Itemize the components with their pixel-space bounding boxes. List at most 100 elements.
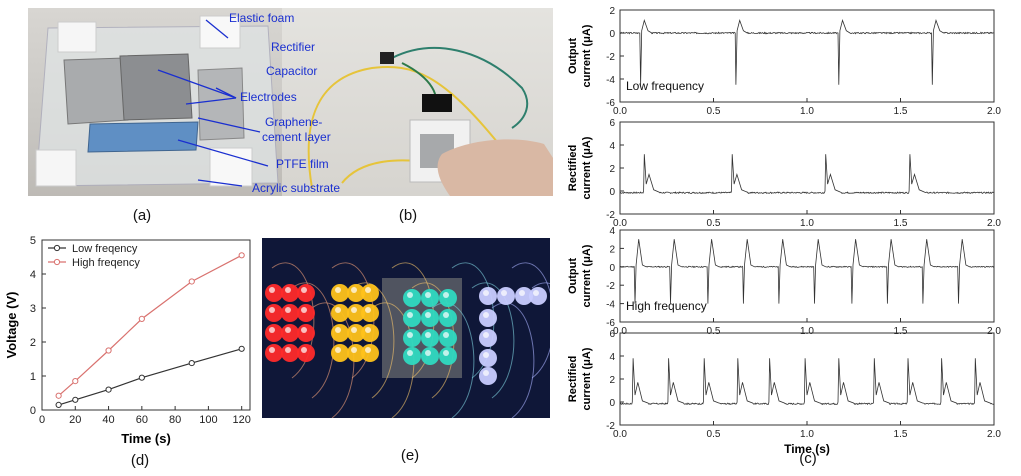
y-tick-label: -2 bbox=[606, 421, 615, 432]
x-tick-label: 0.5 bbox=[707, 429, 721, 440]
led-highlight bbox=[285, 307, 291, 313]
data-point-1 bbox=[138, 315, 145, 322]
led-bulb bbox=[421, 289, 439, 307]
y-tick-label: -6 bbox=[606, 318, 615, 329]
series-line-0 bbox=[58, 348, 242, 406]
photo-device-a bbox=[28, 8, 282, 196]
data-point-1 bbox=[105, 347, 112, 354]
current-trace-4 bbox=[619, 358, 994, 406]
led-bulb bbox=[331, 284, 349, 302]
led-bulb bbox=[281, 324, 299, 342]
led-highlight bbox=[365, 307, 371, 313]
led-highlight bbox=[285, 327, 291, 333]
led-highlight bbox=[443, 312, 449, 318]
led-highlight bbox=[269, 287, 275, 293]
led-highlight bbox=[483, 290, 489, 296]
led-highlight bbox=[501, 290, 507, 296]
led-bulb bbox=[297, 324, 315, 342]
y-axis-label-line2: current (μA) bbox=[581, 136, 593, 199]
led-bulb bbox=[403, 309, 421, 327]
led-highlight bbox=[443, 292, 449, 298]
y-tick-label: -2 bbox=[606, 281, 615, 292]
y-tick-label: 0 bbox=[609, 29, 615, 40]
led-highlight bbox=[407, 312, 413, 318]
label-rectifier: Rectifier bbox=[271, 40, 316, 54]
photo-leds-e bbox=[262, 238, 550, 418]
led-highlight bbox=[285, 287, 291, 293]
x-tick-label: 1.5 bbox=[894, 429, 908, 440]
data-point-0 bbox=[72, 396, 79, 403]
led-bulb bbox=[281, 344, 299, 362]
data-point-0 bbox=[105, 386, 112, 393]
led-highlight bbox=[425, 350, 431, 356]
y-axis-label-line2: current (μA) bbox=[581, 347, 593, 410]
x-tick-label: 0.5 bbox=[707, 106, 721, 117]
led-bulb bbox=[439, 347, 457, 365]
led-highlight bbox=[335, 287, 341, 293]
chart-c2-frame bbox=[619, 121, 995, 215]
legend-label-0: Low freqency bbox=[72, 243, 138, 255]
x-axis-label: Time (s) bbox=[121, 431, 171, 446]
led-illustration bbox=[265, 262, 550, 418]
label-elastic-foam: Elastic foam bbox=[229, 11, 295, 25]
y-tick-label: 2 bbox=[609, 6, 615, 17]
led-highlight bbox=[301, 327, 307, 333]
y-tick-label: 2 bbox=[609, 244, 615, 255]
led-bulb bbox=[439, 309, 457, 327]
led-bulb bbox=[403, 347, 421, 365]
caption-a: (a) bbox=[132, 207, 152, 224]
led-highlight bbox=[483, 312, 489, 318]
y-tick-label: 6 bbox=[609, 329, 615, 340]
y-tick-label: 2 bbox=[609, 375, 615, 386]
y-tick-label: -2 bbox=[606, 52, 615, 63]
led-highlight bbox=[269, 347, 275, 353]
label-ptfe-film: PTFE film bbox=[276, 157, 329, 171]
x-tick-label: 60 bbox=[136, 414, 148, 426]
y-axis-label-line1: Rectified bbox=[567, 145, 579, 191]
chart-d-frame bbox=[41, 239, 251, 411]
led-bulb bbox=[439, 289, 457, 307]
led-highlight bbox=[533, 290, 539, 296]
label-acrylic-substrate: Acrylic substrate bbox=[252, 181, 341, 195]
led-bulb bbox=[479, 309, 497, 327]
label-electrodes: Electrodes bbox=[240, 90, 297, 104]
trace-annotation: Low frequency bbox=[626, 79, 704, 93]
led-bulb bbox=[265, 324, 283, 342]
x-tick-label: 2.0 bbox=[987, 106, 1001, 117]
device-illustration bbox=[35, 15, 279, 187]
led-bulb bbox=[403, 289, 421, 307]
led-bulb bbox=[361, 324, 379, 342]
led-highlight bbox=[425, 292, 431, 298]
y-axis-label-line1: Output bbox=[567, 38, 579, 74]
label-graphene-2: cement layer bbox=[262, 130, 331, 144]
led-highlight bbox=[269, 307, 275, 313]
x-tick-label: 0.0 bbox=[613, 429, 627, 440]
y-tick-label: 5 bbox=[30, 235, 36, 247]
led-wire bbox=[511, 262, 550, 379]
led-bulb bbox=[439, 329, 457, 347]
data-point-1 bbox=[238, 252, 245, 259]
chart-c4-frame bbox=[619, 332, 995, 426]
led-highlight bbox=[335, 327, 341, 333]
led-bulb bbox=[265, 344, 283, 362]
x-tick-label: 1.5 bbox=[894, 106, 908, 117]
led-highlight bbox=[351, 347, 357, 353]
led-highlight bbox=[407, 292, 413, 298]
led-bulb bbox=[421, 347, 439, 365]
led-bulb bbox=[497, 287, 515, 305]
legend-marker-0 bbox=[53, 244, 61, 252]
x-tick-label: 2.0 bbox=[987, 429, 1001, 440]
y-tick-label: 4 bbox=[609, 226, 615, 237]
led-highlight bbox=[269, 327, 275, 333]
led-wire bbox=[351, 282, 395, 399]
x-tick-label: 0.0 bbox=[613, 106, 627, 117]
led-bulb bbox=[297, 344, 315, 362]
led-highlight bbox=[519, 290, 525, 296]
x-tick-label: 20 bbox=[69, 414, 81, 426]
led-wire bbox=[311, 302, 355, 418]
x-axis-label: Time (s) bbox=[784, 442, 830, 456]
caption-e: (e) bbox=[400, 447, 420, 464]
led-wire bbox=[471, 282, 515, 399]
